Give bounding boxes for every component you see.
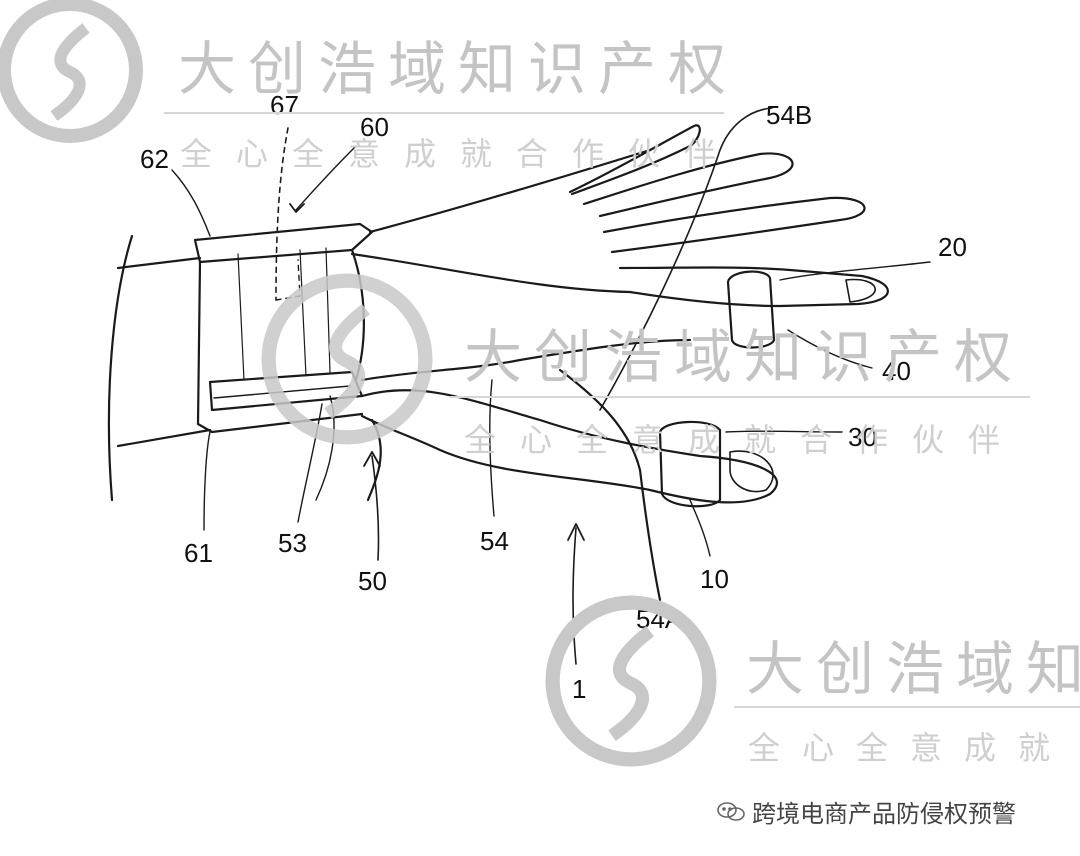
finger-middle [582, 152, 794, 218]
watermark-logo-icon [261, 273, 433, 445]
finger-ring [602, 196, 866, 254]
watermark-slogan-text: 全心全意成就 [748, 729, 1073, 767]
thumb-outline [360, 389, 778, 504]
finger-index-top [568, 124, 701, 196]
forearm-top-edge [116, 256, 202, 270]
leader-20 [779, 261, 931, 281]
watermark-brand-text: 大创浩域知识产权 [464, 323, 1025, 391]
finger-ring-20-nail [845, 278, 876, 303]
label-54B: 54B [766, 100, 813, 130]
footer-account-text: 跨境电商产品防侵权预警 [752, 800, 1016, 828]
arrow-1-head [567, 523, 585, 541]
leader-54 [489, 379, 495, 517]
label-61: 61 [184, 538, 213, 568]
label-50: 50 [358, 566, 387, 596]
arrow-1-shaft [572, 527, 577, 665]
palm-lower-edge [350, 252, 632, 294]
watermark-logo-icon [545, 595, 717, 767]
label-60: 60 [360, 112, 389, 142]
finger-ring-20 [726, 270, 776, 349]
watermark-slogan-text: 全心全意成就合作伙伴 [464, 421, 1025, 459]
finger-ring-10-nail [729, 450, 774, 493]
forearm-bottom-edge [116, 428, 212, 448]
leader-62 [171, 169, 211, 237]
arrow-60 [289, 203, 305, 213]
label-54: 54 [480, 526, 509, 556]
footer-account: 跨境电商产品防侵权预警 [716, 794, 1016, 830]
finger-little [618, 266, 889, 308]
cable-54A [558, 368, 662, 602]
leader-61 [203, 431, 211, 531]
watermark-logo-icon [0, 0, 143, 143]
arrow-50-shaft [371, 455, 380, 561]
hand-top-edge [368, 148, 652, 234]
forearm-outline [107, 234, 134, 502]
watermark-brand-text: 大创浩域知识产权 [178, 35, 739, 103]
label-62: 62 [140, 144, 169, 174]
watermark-rule [450, 396, 1030, 398]
leader-30 [725, 430, 843, 433]
label-40: 40 [882, 356, 911, 386]
watermark-rule [164, 112, 724, 114]
wrist-strap-shade [237, 247, 331, 381]
watermark-brand-text: 大创浩域知 [746, 635, 1080, 703]
label-53: 53 [278, 528, 307, 558]
label-30: 30 [848, 422, 877, 452]
watermark-rule [734, 706, 1080, 708]
leader-40 [787, 329, 873, 369]
wrist-strap-body [196, 260, 364, 434]
leader-10 [689, 499, 711, 557]
wrist-strap-upper [193, 222, 374, 264]
watermark-slogan-text: 全心全意成就合作伙伴 [180, 135, 741, 173]
cable-54B [599, 107, 773, 411]
label-1: 1 [572, 674, 587, 704]
leader-60 [295, 145, 357, 211]
label-20: 20 [938, 232, 967, 262]
wechat-icon [716, 800, 746, 830]
dashed-member-67 [275, 127, 289, 301]
finger-ring-10 [658, 420, 722, 508]
label-10: 10 [700, 564, 729, 594]
leader-53 [297, 403, 323, 523]
arrow-50-head [363, 451, 381, 467]
cable-54 [360, 338, 692, 382]
